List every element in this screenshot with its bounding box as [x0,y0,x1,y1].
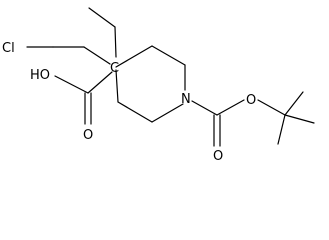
bond-c4-ethyl-ch2 [114,26,117,58]
atom-label-n: N [181,92,191,107]
bond-c6-c5 [117,101,153,123]
atom-label-cl: Cl [2,41,15,56]
bond-c4-acid-c [87,71,113,94]
bond-ethyl-ch2-ch3 [88,7,116,28]
bond-c3-c2 [151,45,186,66]
bond-c4-chloroethyl-ch2 [83,46,111,65]
bond-n1-c6 [151,103,184,123]
atom-label-boc-carbonyl-o: O [213,149,223,164]
bond-acid-c-oh [54,75,89,94]
bond-tbu-methyl-right [284,114,315,124]
bond-boc-c-ester-o [216,99,245,116]
atom-label-quaternary-c: C [110,61,119,76]
bond-ester-o-tbu-c [257,99,286,116]
bond-tbu-methyl-down [277,114,286,145]
structure-diagram: Cl HO C O N O O [2,7,315,164]
bond-c4-c3 [115,45,153,68]
bond-n1-boc-c [191,100,218,116]
atom-label-ho: HO [30,68,50,83]
bond-tbu-methyl-up [284,91,304,116]
atom-label-ester-o: O [246,93,256,108]
atom-label-acid-o: O [83,128,93,143]
bond-c5-c4 [115,69,119,103]
